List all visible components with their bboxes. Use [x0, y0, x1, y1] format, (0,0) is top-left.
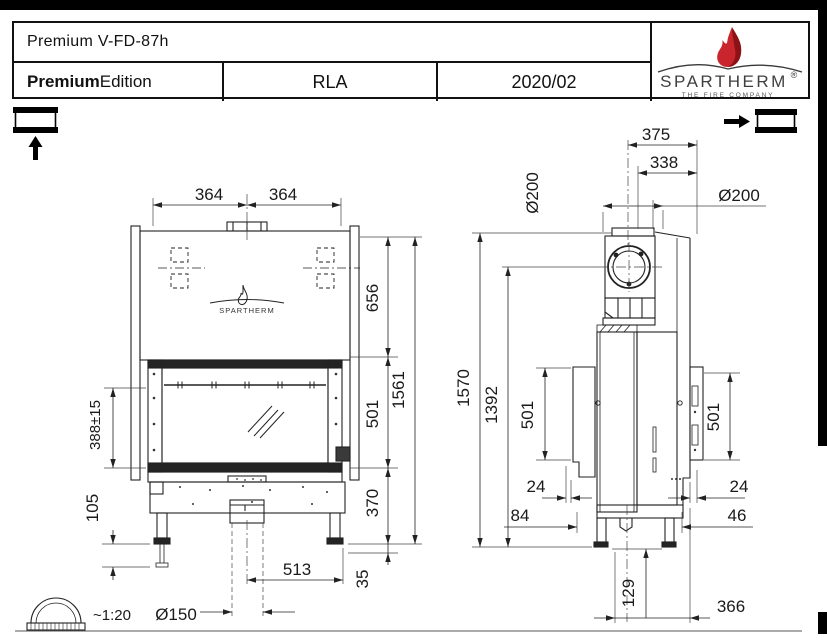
- dim-side-flue-diameter-left: Ø200: [523, 172, 542, 214]
- dim-side-offset-front: 84: [511, 506, 530, 525]
- protractor-icon: [26, 597, 86, 631]
- dim-front-duct-diameter: Ø150: [155, 605, 197, 624]
- edition-light: Edition: [99, 72, 152, 91]
- dim-front-top-right: 364: [269, 185, 297, 204]
- dim-side-height-total: 1570: [454, 369, 473, 407]
- dim-front-leg-adjust: 105: [83, 494, 102, 522]
- side-dimension-arrows: [477, 142, 733, 621]
- front-extension-lines: [102, 198, 422, 616]
- dim-side-panel-front: 501: [518, 401, 537, 429]
- scan-border-bottom-right: [818, 612, 827, 634]
- dim-side-leg-span: 366: [717, 597, 745, 616]
- flame-icon: [717, 27, 742, 67]
- dim-side-depth-total: 375: [642, 125, 670, 144]
- front-logo-text: SPARTHERM: [219, 306, 274, 315]
- dim-side-duct-height: 129: [619, 579, 638, 607]
- scan-border-right: [818, 0, 827, 446]
- dim-front-hood-height: 656: [363, 284, 382, 312]
- dim-front-base-width: 513: [283, 560, 311, 579]
- logo-swoosh: [657, 63, 803, 73]
- dim-front-base-height: 370: [363, 489, 382, 517]
- spartherm-logo: SPARTHERM ® THE FIRE COMPANY: [657, 27, 803, 99]
- dim-front-total-height: 1561: [389, 371, 408, 409]
- dim-front-foot-pad: 35: [353, 570, 372, 589]
- dim-side-height-flue-center: 1392: [482, 386, 501, 424]
- view-arrow-up-icon: [28, 136, 43, 160]
- front-dimension-texts: 364 364 656 501 370 1561 35 388±15 105 5…: [83, 185, 408, 624]
- dim-side-panel-rear: 501: [704, 403, 723, 431]
- view-direction-symbol-left: [13, 107, 58, 160]
- front-logo: SPARTHERM: [209, 284, 285, 315]
- mount-target-left: [170, 247, 189, 289]
- scale-note: ~1:20: [93, 607, 131, 624]
- brand-name: SPARTHERM: [660, 72, 788, 91]
- dim-side-depth-flue: 338: [650, 153, 678, 172]
- view-arrow-right-icon: [724, 115, 750, 128]
- brand-tagline: THE FIRE COMPANY: [682, 92, 775, 99]
- dim-side-gap-rear: 24: [730, 477, 749, 496]
- front-dimension-arrows: [110, 202, 418, 615]
- dim-side-flue-diameter-right: Ø200: [718, 186, 760, 205]
- dim-front-glass-height: 388±15: [87, 400, 104, 450]
- model-title: Premium V-FD-87h: [14, 23, 650, 63]
- dim-front-window-height: 501: [363, 400, 382, 428]
- brand-logo-cell: SPARTHERM ® THE FIRE COMPANY: [650, 23, 808, 101]
- dim-side-offset-rear: 46: [728, 506, 747, 525]
- mount-target-right: [316, 247, 335, 289]
- side-dimension-texts: 375 338 Ø200 Ø200 1570 1392 501 501 24 2…: [454, 125, 760, 616]
- type-code-cell: RLA: [224, 63, 438, 101]
- scale-indicator: ~1:20: [26, 597, 131, 631]
- scan-border-top: [0, 0, 827, 10]
- dim-side-gap-front: 24: [527, 477, 546, 496]
- brand-registered: ®: [791, 70, 798, 80]
- door-lock: [335, 446, 351, 462]
- view-direction-symbol-right: [724, 109, 797, 133]
- revision-cell: 2020/02: [511, 71, 577, 92]
- side-centerlines: [598, 140, 662, 622]
- glass-reflection: [247, 405, 285, 439]
- edition-bold: Premium: [27, 72, 100, 91]
- side-extension-lines: [472, 140, 766, 623]
- front-view-drawing: SPARTHERM: [130, 221, 360, 568]
- dim-front-top-left: 364: [195, 185, 223, 204]
